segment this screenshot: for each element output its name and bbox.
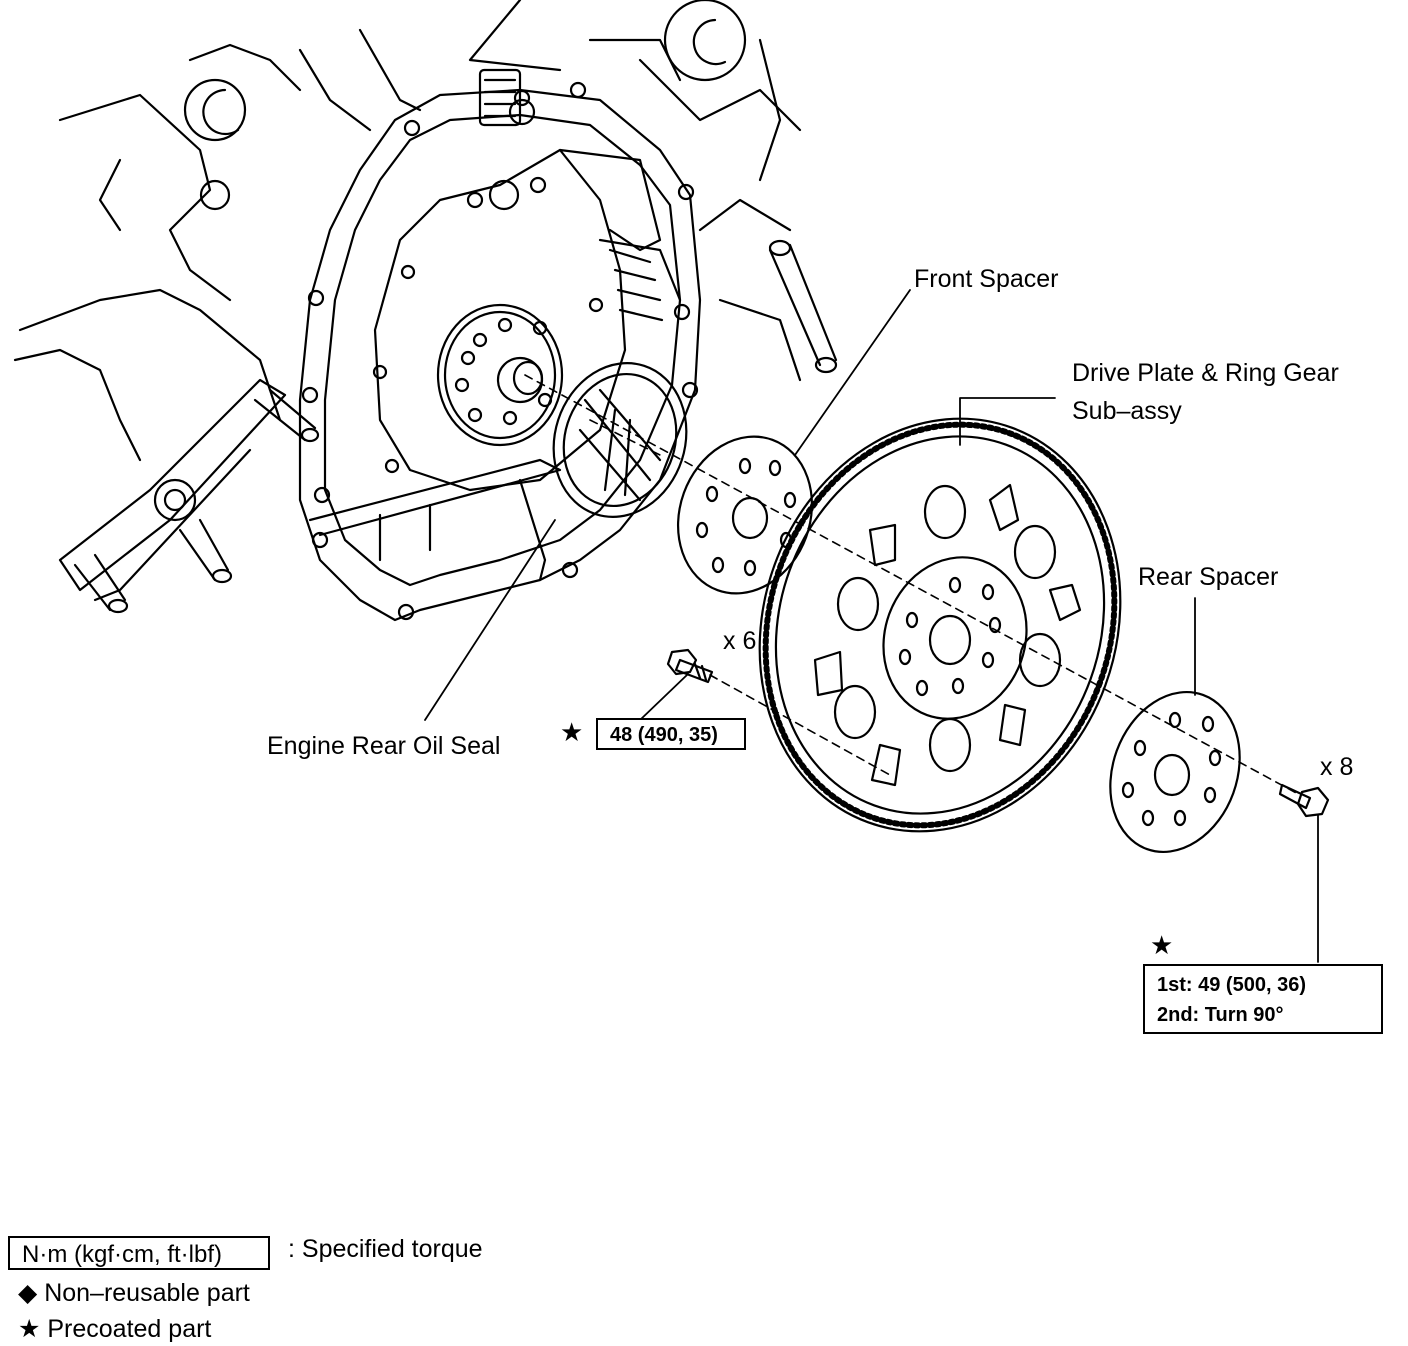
legend-precoated: ★ Precoated part (18, 1314, 211, 1344)
star-icon: ★ (18, 1315, 41, 1343)
rear-bolt (1278, 783, 1330, 818)
rear-spacer (1109, 690, 1241, 854)
legend-torque-desc: : Specified torque (288, 1235, 483, 1263)
leader-lines (424, 289, 1319, 963)
diamond-icon: ◆ (18, 1279, 38, 1307)
front-bolt-torque-value: 48 (490, 35) (610, 724, 718, 746)
drive-plate-ring-gear (758, 417, 1122, 833)
rear-spacer-label: Rear Spacer (1138, 563, 1279, 591)
drive-plate-label-line1: Drive Plate & Ring Gear (1072, 359, 1339, 387)
engine-rear-oil-seal-label: Engine Rear Oil Seal (267, 732, 501, 760)
precoated-star-icon: ★ (560, 717, 584, 747)
legend-precoated-text: Precoated part (47, 1315, 212, 1343)
engine-rear-oil-seal (552, 362, 688, 518)
legend-non-reusable-text: Non–reusable part (44, 1279, 250, 1307)
rear-bolt-torque-box: 1st: 49 (500, 36) 2nd: Turn 90° (1143, 964, 1383, 1034)
drive-plate-label-line2: Sub–assy (1072, 397, 1182, 425)
front-bolt (666, 648, 714, 684)
precoated-star-icon: ★ (1150, 930, 1174, 960)
front-bolt-quantity: x 6 (723, 627, 757, 655)
assembly-axis (524, 374, 1301, 796)
legend-torque-unit-box: N·m (kgf·cm, ft·lbf) (8, 1236, 270, 1270)
rear-bolt-torque-step2: 2nd: Turn 90° (1157, 1004, 1284, 1026)
engine-block (13, 0, 838, 622)
legend-torque-unit: N·m (kgf·cm, ft·lbf) (22, 1241, 222, 1268)
rear-bolt-quantity: x 8 (1320, 753, 1354, 781)
rear-bolt-torque-step1: 1st: 49 (500, 36) (1157, 974, 1306, 996)
legend-non-reusable: ◆ Non–reusable part (18, 1278, 250, 1308)
front-spacer-label: Front Spacer (914, 265, 1059, 293)
front-bolt-torque-box: 48 (490, 35) (596, 718, 746, 750)
